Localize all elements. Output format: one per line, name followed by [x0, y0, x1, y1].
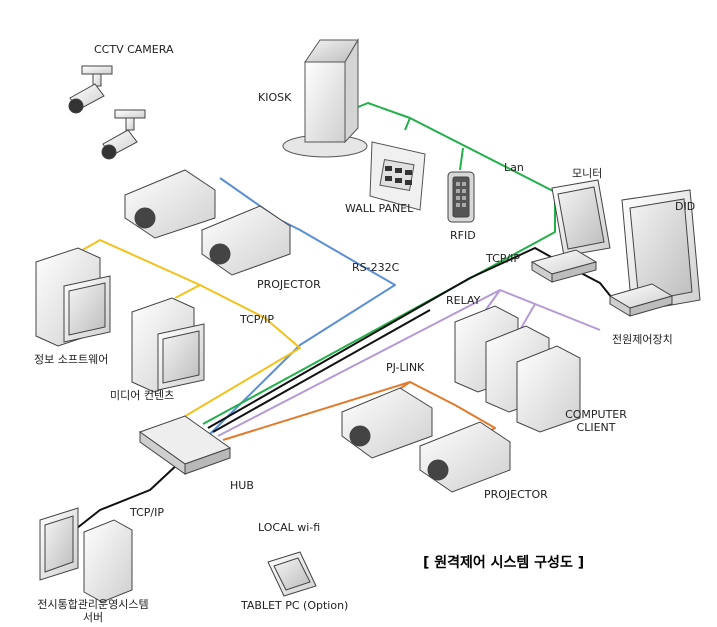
label-pjlink: PJ-LINK	[386, 361, 425, 374]
info-software-pc-icon	[35, 247, 111, 347]
did-display-icon	[621, 189, 701, 313]
relay-box-icon	[530, 249, 598, 283]
label-server: 전시통합관리운영시스템 서버	[18, 598, 168, 624]
cctv-camera-icon	[68, 65, 146, 160]
black-line-2	[212, 309, 431, 433]
label-power-controller: 전원제어장치	[612, 333, 673, 346]
label-tcpip-top: TCP/IP	[486, 252, 520, 265]
label-lan: Lan	[504, 161, 524, 174]
label-local-wifi: LOCAL wi-fi	[258, 521, 321, 534]
lan-branch-wallpanel	[404, 117, 411, 131]
tcpip-line	[71, 239, 301, 419]
label-hub: HUB	[230, 479, 254, 492]
label-computer-client-line2: CLIENT	[576, 421, 616, 434]
label-rfid: RFID	[450, 229, 476, 242]
diagram-title: [ 원격제어 시스템 구성도 ]	[423, 555, 585, 571]
label-rs232c: RS-232C	[352, 261, 400, 274]
rfid-icon	[447, 171, 475, 223]
label-tcpip-bottom: TCP/IP	[130, 506, 164, 519]
label-tablet-pc: TABLET PC (Option)	[241, 599, 349, 612]
relay-branch-2	[519, 303, 536, 331]
kiosk-icon	[282, 38, 368, 158]
label-projector-bottom: PROJECTOR	[484, 488, 548, 501]
label-server-line1: 전시통합관리운영시스템	[37, 598, 149, 611]
label-monitor: 모니터	[572, 167, 603, 180]
wall-panel-icon	[369, 141, 426, 211]
computer-client-icon	[454, 305, 581, 433]
monitor-icon	[551, 179, 611, 257]
label-cctv-camera: CCTV CAMERA	[94, 43, 174, 56]
hub-icon	[138, 415, 232, 475]
server-pc-icon	[39, 507, 133, 603]
label-info-software: 정보 소프트웨어	[34, 353, 109, 366]
power-controller-icon	[608, 283, 674, 317]
label-media-contents: 미디어 컨텐츠	[110, 389, 175, 402]
projector-icon	[124, 169, 511, 493]
label-server-line2: 서버	[82, 611, 104, 624]
label-computer-client: COMPUTER CLIENT	[556, 408, 636, 434]
tablet-pc-icon	[267, 551, 317, 597]
label-tcpip-mid: TCP/IP	[240, 313, 274, 326]
media-contents-pc-icon	[131, 297, 205, 393]
relay-line	[217, 289, 601, 437]
label-did: DID	[675, 200, 696, 213]
label-projector-top: PROJECTOR	[257, 278, 321, 291]
label-relay: RELAY	[446, 294, 481, 307]
lan-branch-rfid	[459, 147, 464, 171]
label-wall-panel: WALL PANEL	[345, 202, 414, 215]
tcpip-branch	[174, 284, 201, 299]
label-kiosk: KIOSK	[258, 91, 292, 104]
tcpip-monitor-line	[207, 247, 613, 429]
label-computer-client-line1: COMPUTER	[565, 408, 627, 421]
server-tcpip-line	[71, 461, 181, 533]
